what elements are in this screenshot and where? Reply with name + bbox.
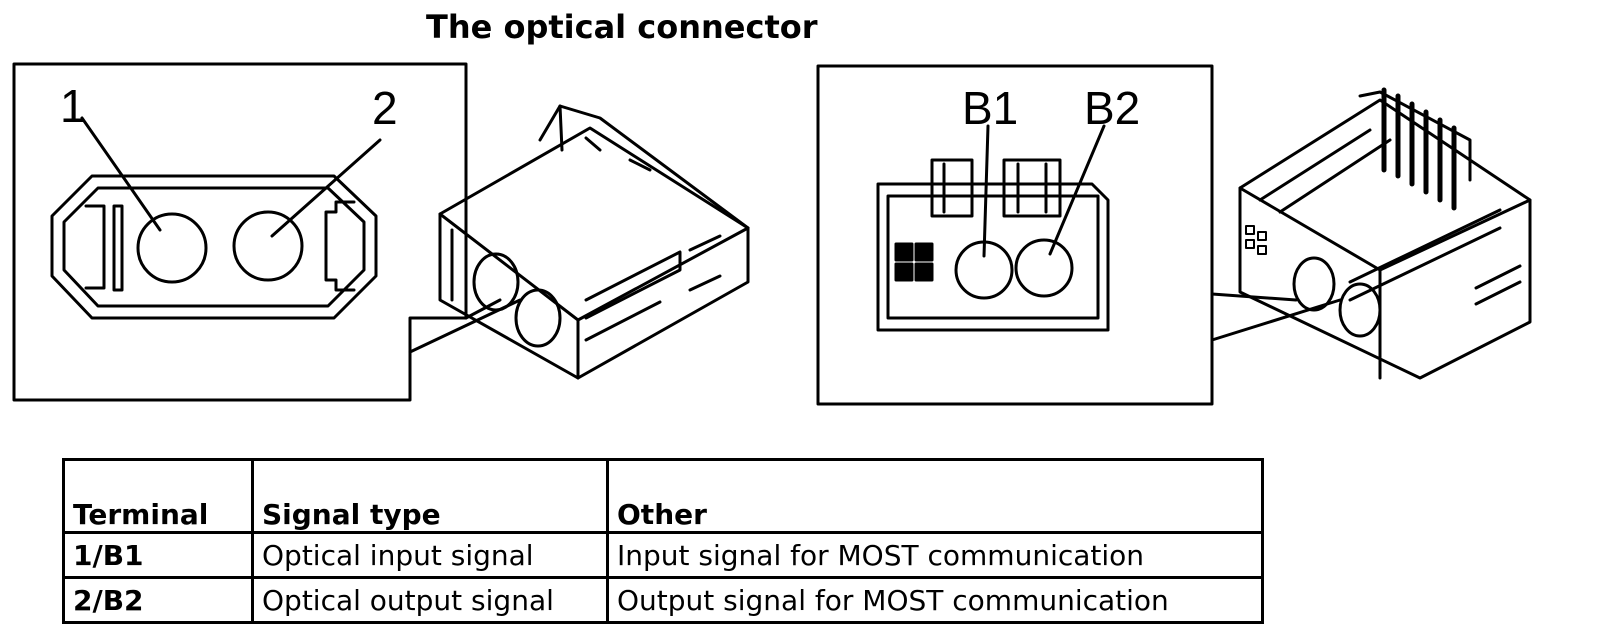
left-port-2 (232, 210, 304, 282)
connector-diagram: 1 2 B1 B2 (12, 62, 1532, 406)
right-3d-port-1 (1292, 256, 1336, 312)
left-port-1 (136, 212, 208, 284)
right-connector-3d (1238, 87, 1532, 380)
leader-2 (270, 138, 382, 238)
right-callout-box (816, 64, 1214, 406)
cell-terminal: 2/B2 (62, 576, 254, 624)
right-connector-face (876, 158, 1110, 332)
left-label-2: 2 (372, 82, 398, 134)
cell-signal-type: Optical output signal (251, 576, 609, 624)
cell-other: Input signal for MOST communication (606, 531, 1264, 579)
left-connector-3d (438, 104, 750, 380)
cell-signal-type: Optical input signal (251, 531, 609, 579)
leader-b2 (1048, 124, 1106, 256)
cell-other: Output signal for MOST communication (606, 576, 1264, 624)
header-other: Other (606, 458, 1264, 534)
leader-1 (80, 116, 162, 232)
cell-terminal: 1/B1 (62, 531, 254, 579)
leader-b1 (982, 124, 990, 258)
header-signal-type: Signal type (251, 458, 609, 534)
header-terminal: Terminal (62, 458, 254, 534)
diagram-title: The optical connector (426, 8, 818, 46)
left-3d-port-2 (514, 288, 562, 348)
right-port-b2 (1014, 238, 1074, 298)
right-3d-port-2 (1338, 282, 1382, 338)
table-header-row: Terminal Signal type Other (62, 458, 1264, 534)
right-label-b1: B1 (962, 82, 1018, 134)
right-label-b2: B2 (1084, 82, 1140, 134)
table-row: 2/B2 Optical output signal Output signal… (62, 576, 1264, 624)
table-row: 1/B1 Optical input signal Input signal f… (62, 531, 1264, 579)
left-label-1: 1 (60, 80, 86, 132)
left-callout-box (12, 62, 468, 402)
terminal-table: Terminal Signal type Other 1/B1 Optical … (62, 458, 1264, 624)
left-connector-face (50, 174, 378, 320)
